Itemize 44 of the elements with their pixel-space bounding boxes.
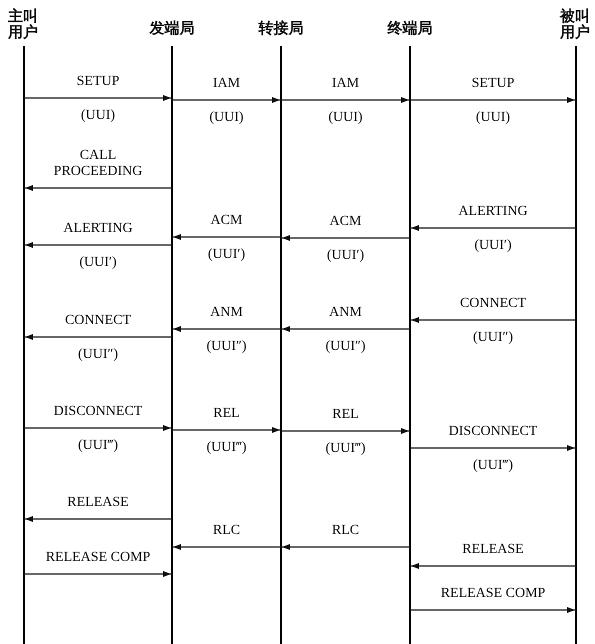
- parameter-label: (UUI‴): [76, 438, 120, 454]
- message-arrow: [411, 317, 575, 323]
- message-arrow: [411, 445, 575, 451]
- message-arrow: [25, 425, 171, 431]
- message-arrow: [411, 97, 575, 103]
- parameter-label: (UUI′): [206, 247, 248, 263]
- parameter-label: (UUI): [207, 110, 246, 126]
- message-arrow: [411, 563, 575, 569]
- message-arrow: [173, 234, 280, 240]
- parameter-label: (UUI″): [470, 330, 516, 346]
- participant-label: 终端局: [386, 20, 434, 36]
- message-arrow: [173, 544, 280, 550]
- parameter-label: (UUI′): [77, 255, 119, 271]
- parameter-label: (UUI′): [324, 248, 366, 264]
- message-arrow: [25, 516, 171, 522]
- parameter-label: (UUI″): [204, 339, 249, 355]
- message-arrow: [25, 242, 171, 248]
- parameter-label: (UUI‴): [470, 458, 516, 474]
- message-arrow: [25, 95, 171, 101]
- message-arrow: [25, 185, 171, 191]
- message-arrow: [25, 334, 171, 340]
- parameter-label: (UUI): [326, 110, 365, 126]
- message-arrow: [282, 544, 409, 550]
- parameter-label: (UUI‴): [323, 441, 368, 457]
- message-arrow: [411, 225, 575, 231]
- message-arrow: [282, 235, 409, 241]
- message-arrow: [25, 571, 171, 577]
- message-arrow: [282, 326, 409, 332]
- participant-label: 主叫用户: [8, 8, 39, 40]
- participant-label: 转接局: [257, 20, 304, 36]
- message-arrow: [173, 97, 280, 103]
- parameter-label: (UUI″): [76, 347, 120, 363]
- parameter-label: (UUI″): [323, 339, 368, 355]
- participant-label: 被叫用户: [560, 8, 591, 40]
- parameter-label: (UUI′): [472, 238, 514, 254]
- parameter-label: (UUI): [474, 110, 512, 126]
- message-arrow: [282, 97, 409, 103]
- message-arrow: [411, 607, 575, 613]
- message-arrow: [282, 428, 409, 434]
- message-arrow: [173, 427, 280, 433]
- parameter-label: (UUI): [78, 108, 118, 124]
- message-arrow: [173, 326, 280, 332]
- parameter-label: (UUI‴): [204, 440, 249, 456]
- participant-label: 发端局: [148, 20, 196, 36]
